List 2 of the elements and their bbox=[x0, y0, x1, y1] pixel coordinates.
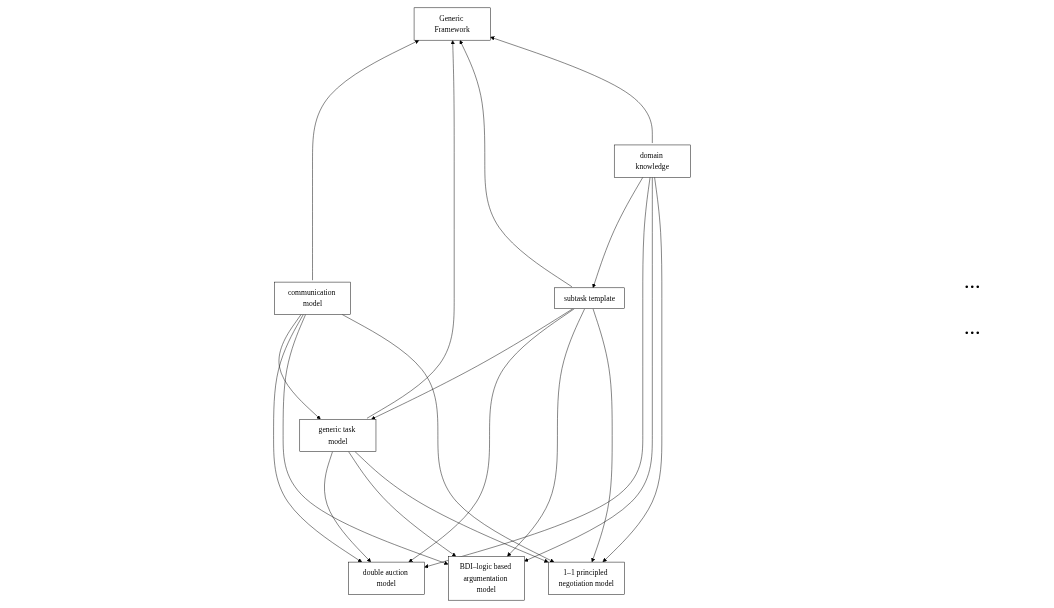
ellipsis-label: ... bbox=[964, 314, 982, 340]
ellipsis-label: ... bbox=[964, 268, 982, 294]
